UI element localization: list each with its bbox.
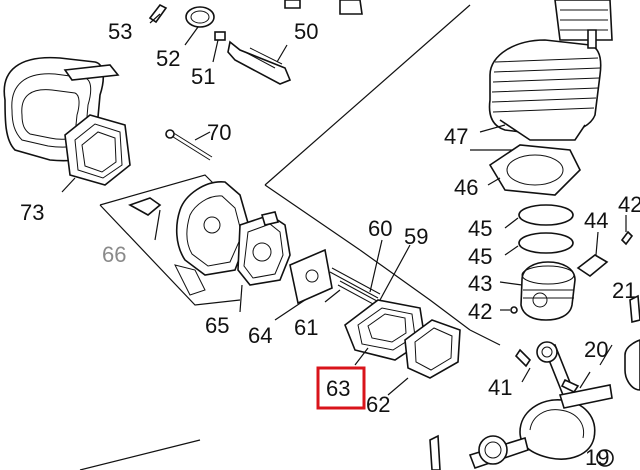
label-41: 41 — [488, 375, 512, 400]
label-19: 19 — [585, 445, 609, 470]
label-63: 63 — [326, 376, 350, 401]
gasket-62-part — [387, 319, 461, 396]
crankshaft-part — [429, 294, 640, 470]
cylinder-part — [479, 0, 613, 141]
label-21: 21 — [612, 278, 636, 303]
label-53: 53 — [108, 19, 132, 44]
label-42: 42 — [468, 299, 492, 324]
highlight-box — [316, 366, 366, 410]
part-labels: 53 52 51 50 70 47 73 66 46 60 59 45 44 4… — [20, 19, 640, 470]
label-50: 50 — [294, 19, 318, 44]
label-45-lower: 45 — [468, 244, 492, 269]
label-46: 46 — [454, 175, 478, 200]
piston-part — [499, 261, 576, 321]
label-61: 61 — [294, 315, 318, 340]
spark-plug-boot-part — [148, 0, 363, 85]
label-51: 51 — [191, 64, 215, 89]
bolt-70-part — [165, 129, 213, 161]
gasket-64-part — [274, 248, 333, 321]
label-47: 47 — [444, 124, 468, 149]
label-59: 59 — [404, 224, 428, 249]
label-73: 73 — [20, 200, 44, 225]
label-65: 65 — [205, 313, 229, 338]
label-42-top: 42 — [618, 192, 640, 217]
cylinder-gasket-part — [487, 144, 581, 196]
label-52: 52 — [156, 46, 180, 71]
air-filter-element-part — [64, 114, 131, 186]
label-20: 20 — [584, 337, 608, 362]
label-43: 43 — [468, 271, 492, 296]
carburetor-part — [237, 211, 291, 286]
assembly-outline — [79, 4, 540, 470]
bolts-60-59-part — [324, 239, 411, 312]
spark-plug-part — [276, 44, 288, 63]
label-62: 62 — [366, 392, 390, 417]
label-70: 70 — [207, 120, 231, 145]
leader-lines — [61, 13, 613, 366]
label-64: 64 — [248, 323, 272, 348]
label-45-upper: 45 — [468, 216, 492, 241]
piston-pin-part — [500, 215, 634, 314]
label-60: 60 — [368, 216, 392, 241]
label-66: 66 — [102, 242, 126, 267]
filter-base-part — [128, 181, 251, 296]
label-44: 44 — [584, 208, 608, 233]
piston-rings-part — [504, 204, 574, 256]
